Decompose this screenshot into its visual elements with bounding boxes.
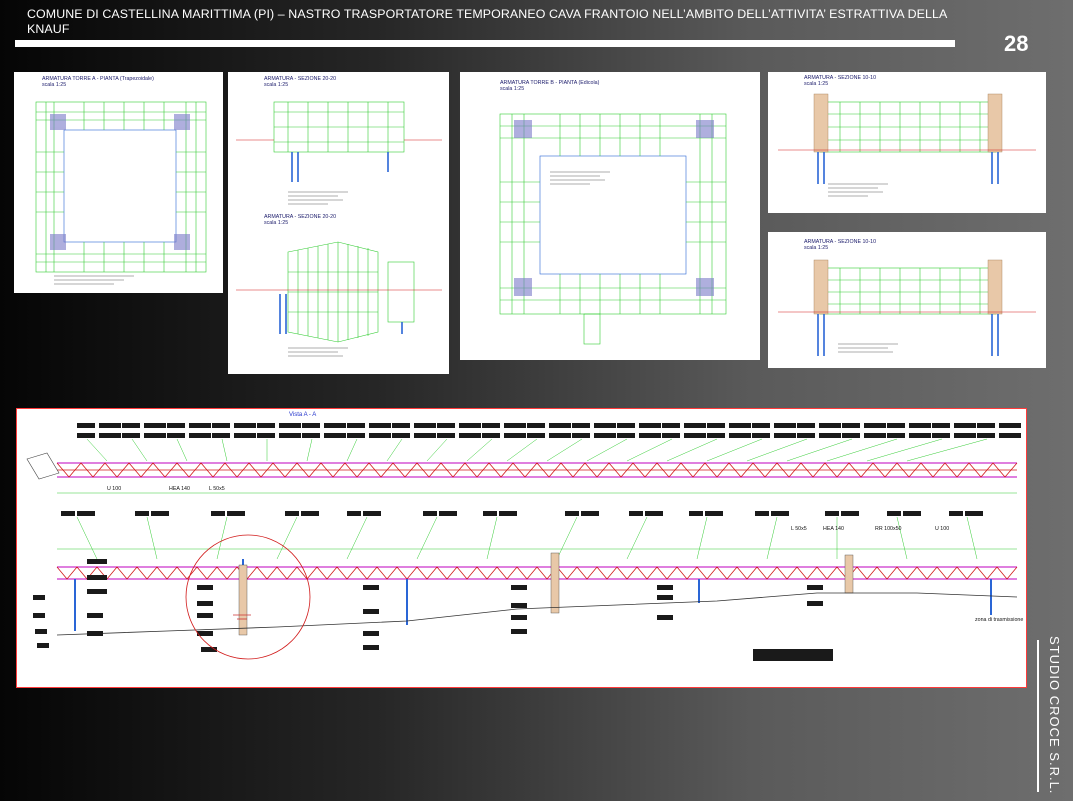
torre-a-plan-svg [35,101,207,285]
profile-label-hea140-bottom: HEA 140 [823,526,844,532]
sezione-10-10-b-scale: scala 1:25 [804,245,829,251]
profile-label-l50x5-top: L 50x5 [209,486,225,492]
sezione-20-20-scale-bottom: scala 1:25 [264,220,289,226]
sezione-10-10-b-svg [778,259,1036,356]
sezione-10-10-a-scale: scala 1:25 [804,81,829,87]
drawing-conveyor-profile: Vista A - A U 100 HEA 140 L 50x5 L 50x5 … [16,408,1027,688]
sezione-20-20-title-bottom: ARMATURA - SEZIONE 20-20 [264,214,337,220]
sezione-10-10-b-title: ARMATURA - SEZIONE 10-10 [804,239,877,245]
profile-note: zona di trasmissione [975,617,1024,623]
conveyor-profile-svg [26,423,1021,661]
torre-a-scale: scala 1:25 [42,82,67,88]
sezione-20-20-svg [236,101,442,357]
torre-b-title: ARMATURA TORRE B - PIANTA (Edicola) [500,80,600,86]
profile-label-u100-top: U 100 [107,486,122,492]
drawing-sezione-10-10-a: ARMATURA - SEZIONE 10-10 scala 1:25 [768,72,1046,213]
drawing-torre-b-plan: ARMATURA TORRE B - PIANTA (Edicola) scal… [460,72,760,360]
profile-title: Vista A - A [289,412,317,418]
drawing-torre-a-plan: ARMATURA TORRE A - PIANTA (Trapezoidale)… [14,72,223,293]
drawing-sezione-20-20: ARMATURA - SEZIONE 20-20 scala 1:25 ARMA… [228,72,449,374]
torre-b-plan-svg [499,113,727,345]
sezione-10-10-a-svg [778,93,1036,197]
brand-rule [1037,640,1039,792]
page-number: 28 [1004,31,1029,56]
sezione-10-10-a-title: ARMATURA - SEZIONE 10-10 [804,75,877,81]
torre-b-scale: scala 1:25 [500,86,525,92]
sezione-20-20-scale-top: scala 1:25 [264,82,289,88]
profile-label-hea140-top: HEA 140 [169,486,190,492]
brand-name: STUDIO CROCE S.R.L. [1047,636,1062,795]
sezione-20-20-title-top: ARMATURA - SEZIONE 20-20 [264,76,337,82]
torre-a-title: ARMATURA TORRE A - PIANTA (Trapezoidale) [42,76,154,82]
profile-label-u100-bottom: U 100 [935,526,950,532]
header-title: COMUNE DI CASTELLINA MARITTIMA (PI) – NA… [27,7,947,36]
drawing-sezione-10-10-b: ARMATURA - SEZIONE 10-10 scala 1:25 [768,232,1046,368]
header-rule [15,40,955,47]
profile-label-rr100x50: RR 100x50 [875,526,902,532]
profile-label-l50x5-bottom: L 50x5 [791,526,807,532]
